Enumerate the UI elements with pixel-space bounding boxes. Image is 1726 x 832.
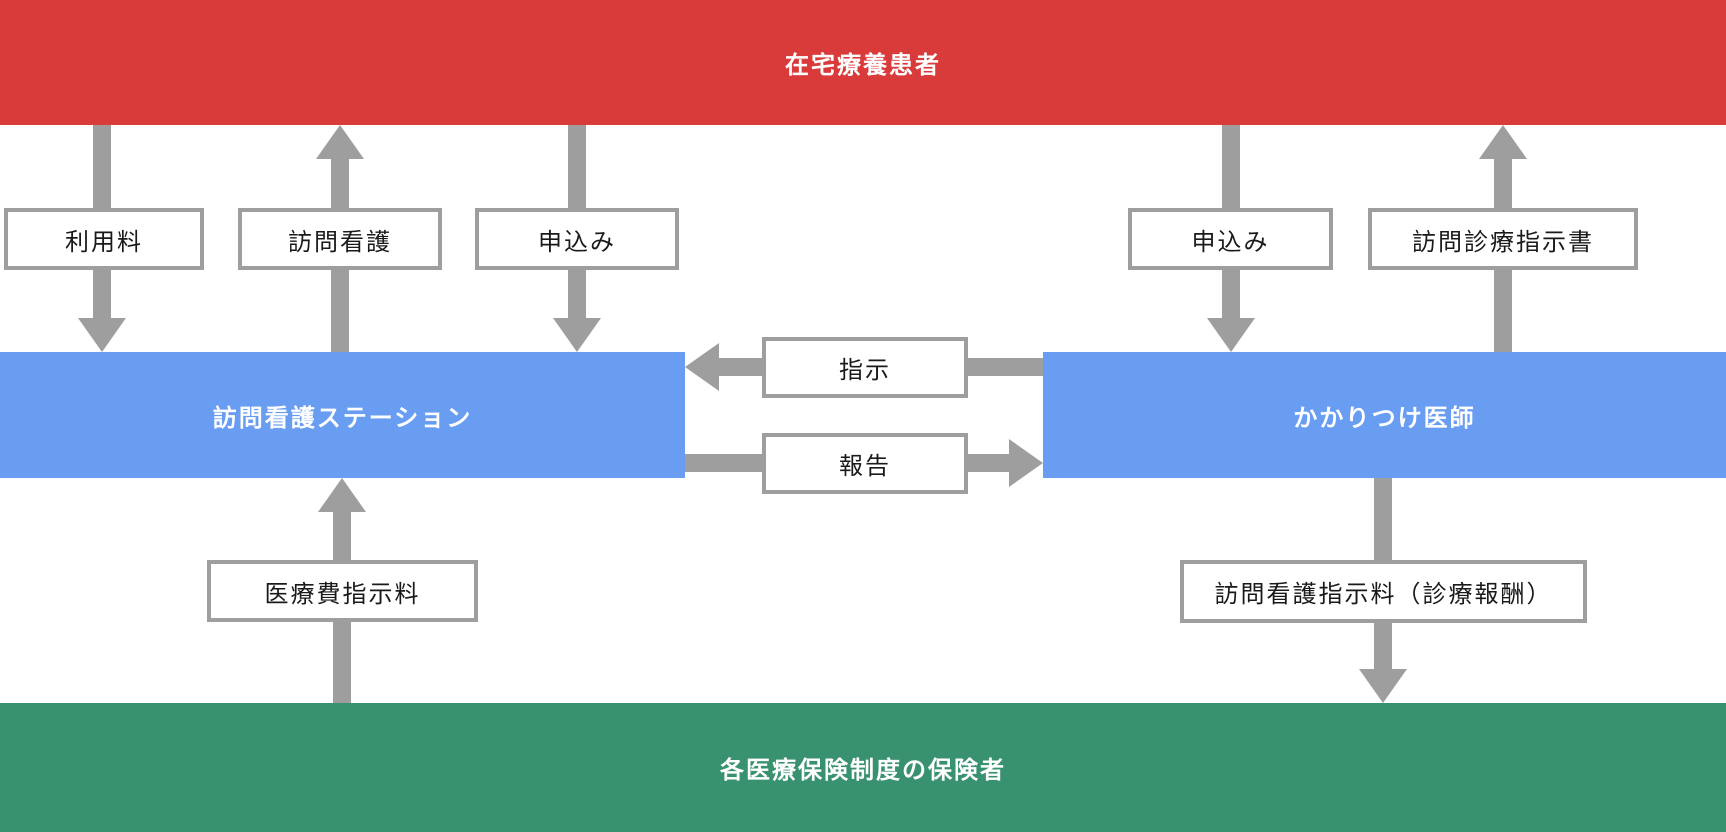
label-visiting-care-directive: 訪問診療指示書	[1368, 208, 1638, 270]
label-usage-fee-text: 利用料	[65, 228, 143, 256]
label-visiting-nursing: 訪問看護	[238, 208, 442, 270]
label-report: 報告	[762, 433, 968, 494]
label-medical-fee-directive: 医療費指示料	[207, 560, 478, 622]
label-report-text: 報告	[839, 453, 891, 480]
node-insurers: 各医療保険制度の保険者	[0, 703, 1726, 832]
label-visiting-care-directive-text: 訪問診療指示書	[1412, 228, 1594, 256]
node-family-doctor: かかりつけ医師	[1043, 352, 1726, 478]
label-medical-fee-directive-text: 医療費指示料	[264, 580, 421, 608]
label-application-left-text: 申込み	[538, 228, 616, 256]
label-visiting-nursing-text: 訪問看護	[288, 228, 392, 256]
node-home-care-patient: 在宅療養患者	[0, 0, 1726, 125]
label-usage-fee: 利用料	[4, 208, 204, 270]
label-application-left: 申込み	[475, 208, 679, 270]
label-instruction-text: 指示	[839, 357, 891, 384]
label-instruction: 指示	[762, 337, 968, 398]
node-family-doctor-label: かかりつけ医師	[1293, 404, 1476, 432]
label-application-right-text: 申込み	[1191, 228, 1270, 256]
node-home-care-patient-label: 在宅療養患者	[785, 52, 941, 79]
label-nursing-directive-fee: 訪問看護指示料（診療報酬）	[1180, 560, 1587, 623]
label-nursing-directive-fee-text: 訪問看護指示料（診療報酬）	[1214, 581, 1553, 608]
node-visiting-nursing-station: 訪問看護ステーション	[0, 352, 685, 478]
node-visiting-nursing-station-label: 訪問看護ステーション	[212, 404, 473, 432]
node-insurers-label: 各医療保険制度の保険者	[720, 757, 1006, 784]
label-application-right: 申込み	[1128, 208, 1333, 270]
